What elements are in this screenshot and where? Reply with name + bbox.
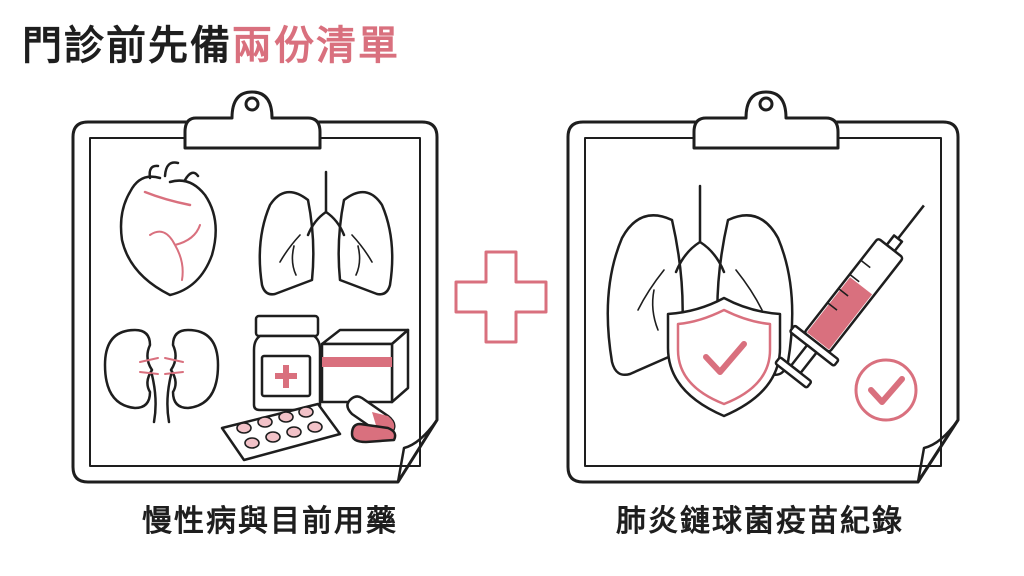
- left-card-caption: 慢性病與目前用藥: [142, 504, 398, 539]
- heart-icon: [119, 161, 217, 297]
- title-part-1: 門診前先備: [22, 23, 232, 69]
- right-card-caption: 肺炎鏈球菌疫苗紀錄: [616, 504, 904, 539]
- plus-icon: [454, 250, 548, 344]
- pill-blister-icon: [220, 402, 342, 462]
- right-clipboard: [566, 90, 960, 484]
- lungs-icon: [258, 170, 394, 296]
- shield-check-icon: [666, 296, 782, 418]
- medicine-bottle-icon: [252, 314, 322, 412]
- medicine-box-icon: [320, 328, 410, 404]
- title-part-2: 兩份清單: [232, 23, 400, 69]
- check-circle-icon: [854, 358, 918, 422]
- capsule-icon: [346, 395, 397, 444]
- syringe-icon: [774, 204, 925, 389]
- page-title: 門診前先備兩份清單: [22, 14, 400, 78]
- kidneys-icon: [103, 328, 220, 424]
